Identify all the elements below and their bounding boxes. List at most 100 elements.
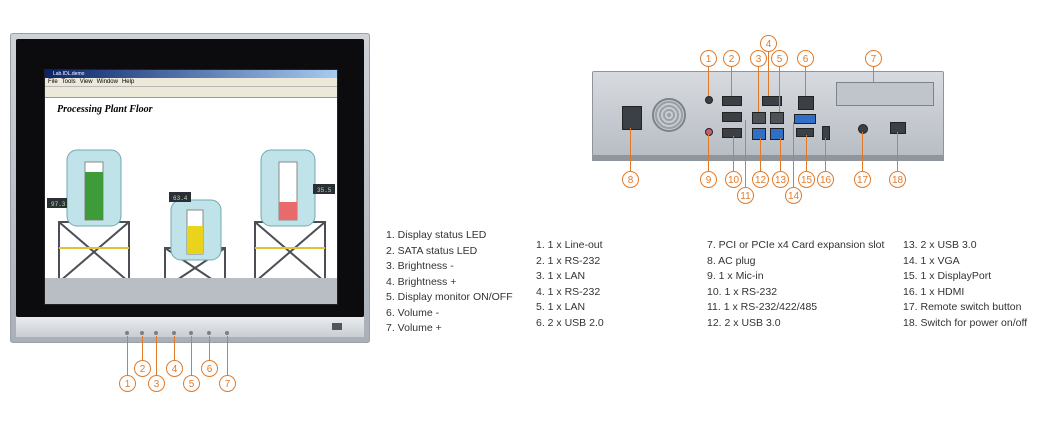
legend-item: 6. Volume - <box>386 306 440 319</box>
brightness-down-button[interactable] <box>154 331 158 335</box>
callout-rear-12: 12 <box>752 171 769 188</box>
callout-rear-17: 17 <box>854 171 871 188</box>
sata-status-led <box>140 331 144 335</box>
rs232-port-mid <box>722 112 742 122</box>
usb3-port-a <box>752 128 766 140</box>
callout-rear-7: 7 <box>865 50 882 67</box>
rear-base <box>592 155 944 161</box>
lan-port-2 <box>770 112 784 124</box>
remote-switch-button[interactable] <box>858 124 868 134</box>
legend-item: 3. 1 x LAN <box>536 270 586 282</box>
legend-item: 1. Display status LED <box>386 229 487 241</box>
plant-illustration: 97.3 63.4 35.5 <box>45 149 337 304</box>
hdmi-port <box>822 126 830 140</box>
legend-item: 1. 1 x Line-out <box>536 239 603 251</box>
usb3-port-b <box>770 128 784 140</box>
screen-title: Processing Plant Floor <box>57 104 153 115</box>
callout-rear-8: 8 <box>622 171 639 188</box>
monitor-bezel: Lab.IDL.demo File Tools View Window Help… <box>16 39 364 317</box>
callout-front-2: 2 <box>134 360 151 377</box>
ac-plug-port <box>622 106 642 130</box>
legend-item: 9. 1 x Mic-in <box>707 270 764 282</box>
gauge-left-value: 97.3 <box>51 201 66 208</box>
legend-item: 6. 2 x USB 2.0 <box>536 316 604 329</box>
legend-item: 18. Switch for power on/off <box>903 316 1028 329</box>
callout-rear-10: 10 <box>725 171 742 188</box>
legend-item: 2. SATA status LED <box>386 244 478 257</box>
legend-item: 3. Brightness - <box>386 260 454 272</box>
display-status-led <box>125 331 129 335</box>
legend-item: 5. Display monitor ON/OFF <box>386 291 513 303</box>
legend-item: 13. 2 x USB 3.0 <box>903 239 977 251</box>
legend-item: 15. 1 x DisplayPort <box>903 270 992 282</box>
gauge-middle-value: 63.4 <box>173 195 188 202</box>
lan-port-1 <box>752 112 766 124</box>
rs232-port-2 <box>762 96 782 106</box>
rear-legend-column-1: 1. 1 x Line-out 2. 1 x RS-232 3. 1 x LAN… <box>536 238 604 331</box>
callout-rear-15: 15 <box>798 171 815 188</box>
callout-front-7: 7 <box>219 375 236 392</box>
callout-front-5: 5 <box>183 375 200 392</box>
power-button[interactable] <box>189 331 193 335</box>
mic-in-port <box>705 128 713 136</box>
legend-item: 11. 1 x RS-232/422/485 <box>707 301 818 313</box>
brand-logo <box>332 323 342 330</box>
front-legend: 1. Display status LED 2. SATA status LED… <box>386 228 513 337</box>
legend-item: 17. Remote switch button <box>903 301 1022 313</box>
rs232-port-top <box>722 96 742 106</box>
callout-rear-13: 13 <box>772 171 789 188</box>
callout-rear-6: 6 <box>797 50 814 67</box>
window-toolbar <box>45 87 337 98</box>
rs232-422-485-port <box>722 128 742 138</box>
usb2-ports <box>798 96 814 110</box>
callout-rear-5: 5 <box>771 50 788 67</box>
panel-pc-front: Lab.IDL.demo File Tools View Window Help… <box>10 33 370 343</box>
legend-item: 2. 1 x RS-232 <box>536 254 601 267</box>
legend-item: 16. 1 x HDMI <box>903 285 965 298</box>
fan-icon <box>652 98 686 132</box>
monitor-screen: Lab.IDL.demo File Tools View Window Help… <box>44 69 338 305</box>
callout-front-6: 6 <box>201 360 218 377</box>
window-body: Processing Plant Floor <box>45 98 337 304</box>
line-out-port <box>705 96 713 104</box>
legend-item: 10. 1 x RS-232 <box>707 285 778 298</box>
callout-rear-9: 9 <box>700 171 717 188</box>
front-control-strip <box>16 317 364 337</box>
callout-front-3: 3 <box>148 375 165 392</box>
power-switch[interactable] <box>890 122 906 134</box>
callout-rear-11: 11 <box>737 187 754 204</box>
vga-port <box>794 114 816 124</box>
legend-item: 12. 2 x USB 3.0 <box>707 316 781 329</box>
legend-item: 8. AC plug <box>707 254 756 267</box>
callout-front-1: 1 <box>119 375 136 392</box>
menu-item: Window <box>96 79 118 85</box>
legend-item: 14. 1 x VGA <box>903 254 960 267</box>
menu-item: View <box>79 79 93 85</box>
expansion-slot <box>836 82 934 106</box>
callout-rear-14: 14 <box>785 187 802 204</box>
window-title: Lab.IDL.demo <box>45 70 337 78</box>
legend-item: 5. 1 x LAN <box>536 301 586 313</box>
legend-item: 4. 1 x RS-232 <box>536 285 601 298</box>
legend-item: 4. Brightness + <box>386 275 457 288</box>
callout-rear-4: 4 <box>760 35 777 52</box>
rear-legend-column-2: 7. PCI or PCIe x4 Card expansion slot 8.… <box>707 238 884 331</box>
callout-rear-16: 16 <box>817 171 834 188</box>
rear-legend-column-3: 13. 2 x USB 3.0 14. 1 x VGA 15. 1 x Disp… <box>903 238 1027 331</box>
callout-rear-18: 18 <box>889 171 906 188</box>
legend-item: 7. PCI or PCIe x4 Card expansion slot <box>707 239 885 251</box>
callout-rear-3: 3 <box>750 50 767 67</box>
volume-up-button[interactable] <box>225 331 229 335</box>
volume-down-button[interactable] <box>207 331 211 335</box>
callout-front-4: 4 <box>166 360 183 377</box>
menu-item: Tools <box>61 79 76 85</box>
displayport-port <box>796 128 814 137</box>
callout-rear-2: 2 <box>723 50 740 67</box>
window-menu-bar: File Tools View Window Help <box>45 78 337 87</box>
brightness-up-button[interactable] <box>172 331 176 335</box>
legend-item: 7. Volume + <box>386 322 442 334</box>
callout-rear-1: 1 <box>700 50 717 67</box>
menu-item: File <box>48 79 58 85</box>
menu-item: Help <box>121 79 135 85</box>
